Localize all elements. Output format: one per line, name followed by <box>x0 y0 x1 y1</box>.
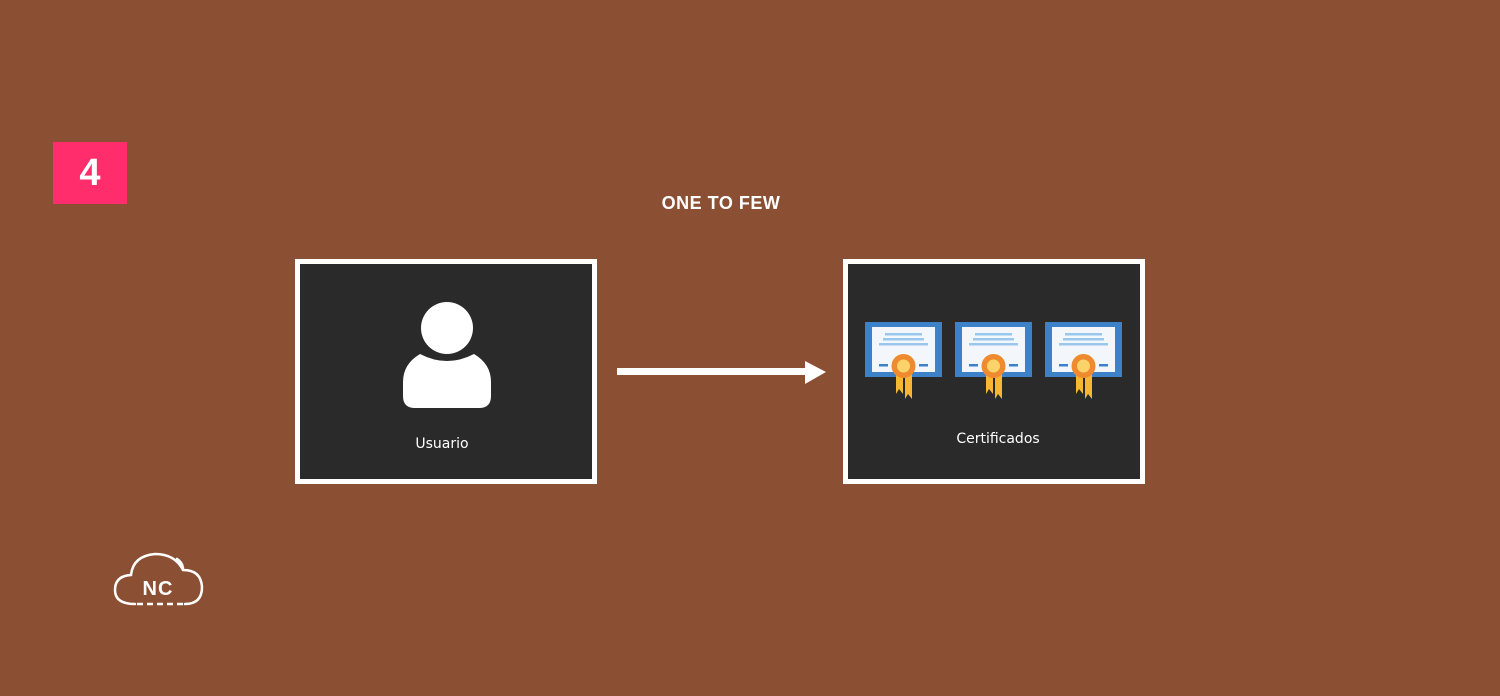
step-number: 4 <box>79 151 101 194</box>
cloud-logo-icon: NC <box>113 552 204 606</box>
certificate-row <box>865 322 1122 402</box>
arrow-right-icon <box>617 361 826 384</box>
user-label: Usuario <box>415 436 469 452</box>
certificate-icon <box>865 322 942 399</box>
logo-text: NC <box>143 578 174 600</box>
step-number-badge: 4 <box>53 142 127 204</box>
user-icon <box>403 302 491 408</box>
certificates-box: Certificados <box>843 259 1145 484</box>
certificates-label: Certificados <box>956 431 1040 447</box>
certificate-icon <box>955 322 1032 399</box>
user-box: Usuario <box>295 259 597 484</box>
diagram-title: ONE TO FEW <box>661 193 781 213</box>
certificate-icon <box>1045 322 1122 399</box>
